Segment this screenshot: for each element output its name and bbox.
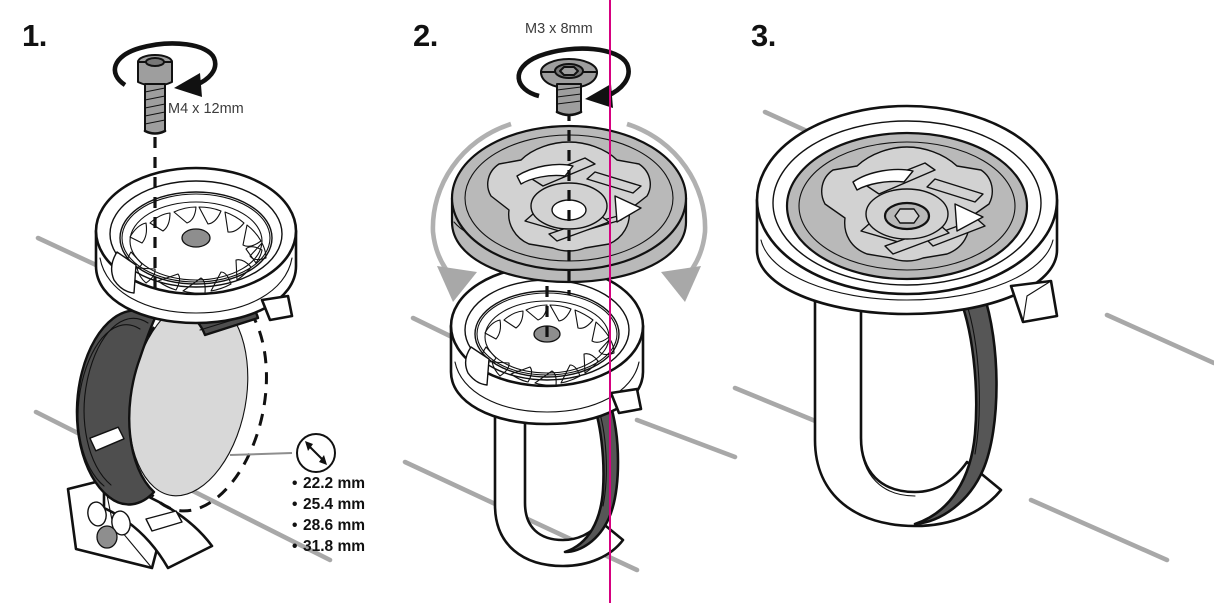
- fastener-label-m4: M4 x 12mm: [168, 101, 244, 117]
- spec-item: 25.4 mm: [292, 494, 365, 515]
- rotation-arrow-m3: [516, 46, 631, 108]
- bar-diameter-spec-list: 22.2 mm 25.4 mm 28.6 mm 31.8 mm: [292, 473, 365, 557]
- m4-bolt: [112, 41, 218, 135]
- step-3-illustration: [732, 104, 1214, 563]
- step-number-3: 3.: [751, 18, 776, 53]
- step-2-illustration: [402, 46, 738, 573]
- panel-step-1: 1.: [0, 0, 405, 603]
- spec-item: 22.2 mm: [292, 473, 365, 494]
- rubber-shim-strap: [66, 284, 268, 570]
- step-number-1: 1.: [22, 18, 47, 53]
- mount-disc-installed: [785, 131, 1029, 281]
- panel-step-3: 3.: [732, 0, 1214, 603]
- rotation-arrow-right: [626, 121, 708, 302]
- handlebar-line-bottom-right: [1028, 497, 1170, 563]
- handlebar-line-right: [1104, 312, 1214, 366]
- fastener-label-m3: M3 x 8mm: [525, 21, 593, 37]
- diameter-icon: [229, 433, 336, 473]
- fold-alignment-line: [609, 0, 612, 603]
- spec-item: 31.8 mm: [292, 536, 365, 557]
- rotation-arrow-m4: [112, 41, 218, 97]
- clamp-top-housing: [94, 166, 298, 325]
- spec-item: 28.6 mm: [292, 515, 365, 536]
- step-1-illustration: [33, 41, 336, 570]
- panel-step-2: 2.: [402, 0, 738, 603]
- assembled-mount: [755, 104, 1059, 528]
- handlebar-line-right: [634, 417, 738, 460]
- rotation-arrow-left: [430, 121, 512, 302]
- step-number-2: 2.: [413, 18, 438, 53]
- splined-ring: [121, 193, 271, 294]
- m3-bolt: [516, 46, 631, 117]
